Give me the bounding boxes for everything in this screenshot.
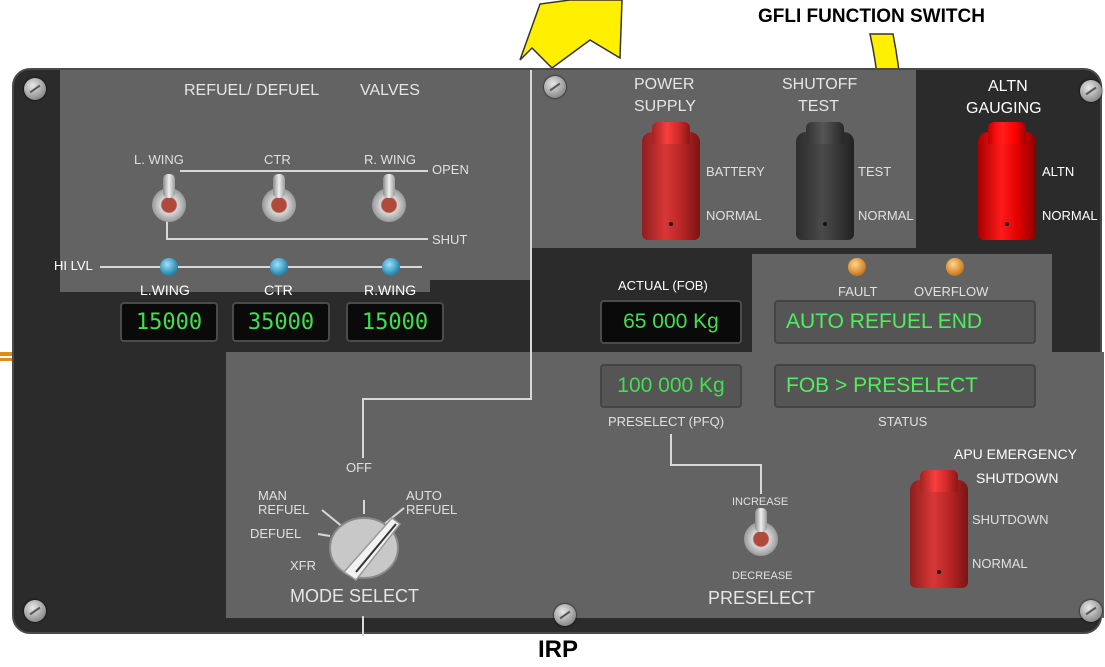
open-line [180,170,428,172]
ctr-hi-lvl-light [270,258,288,276]
preselect-decrease-label: DECREASE [732,570,793,582]
r-wing-quantity-display: 15000 [346,302,444,342]
power-supply-title-2: SUPPLY [634,98,696,115]
power-supply-switch[interactable] [642,132,700,240]
apu-emergency-shutdown-switch[interactable] [910,480,968,588]
screw-icon [1080,600,1102,622]
mode-off-label: OFF [346,460,372,475]
altn-gauging-title: ALTN [988,78,1028,95]
altn-label: ALTN [1042,164,1075,179]
refuel-control-panel: REFUEL/ DEFUEL VALVES L. WING CTR R. WIN… [12,68,1104,636]
r-wing-valve-toggle[interactable] [372,174,406,222]
valves-title: REFUEL/ DEFUEL [184,82,320,99]
r-wing-hi-lvl-light [382,258,400,276]
shut-label: SHUT [432,232,468,247]
r-wing-valve-label: R. WING [364,152,416,167]
hi-lvl-label: HI LVL [54,258,93,273]
shutoff-normal-label: NORMAL [858,208,914,223]
screw-icon [1080,80,1102,102]
mode-auto-refuel-label: AUTO [406,488,442,503]
actual-fob-display: 65 000 Kg [600,300,742,344]
screw-icon [554,604,576,626]
shutoff-test-switch[interactable] [796,132,854,240]
power-normal-label: NORMAL [706,208,762,223]
apu-normal-label: NORMAL [972,556,1028,571]
preselect-pfq-label: PRESELECT (PFQ) [608,414,725,429]
valves-zone [60,70,530,280]
altn-gauging-switch[interactable] [978,132,1036,240]
irp-caption: IRP [538,636,579,663]
mode-auto-refuel-label-2: REFUEL [406,502,458,517]
overflow-label: OVERFLOW [914,284,989,299]
mode-connector-vertical [362,398,364,458]
arrow-to-power-supply [519,0,623,69]
preselect-toggle[interactable] [744,508,778,556]
shut-line-left [166,220,168,240]
mode-man-refuel-label: MAN [258,488,287,503]
status-line-2-display: FOB > PRESELECT [774,364,1036,408]
altn-normal-label: NORMAL [1042,208,1098,223]
mode-connector-line [362,398,532,400]
shut-line [166,238,428,240]
l-wing-quantity-label: L.WING [140,282,190,298]
gfli-function-switch-caption: GFLI FUNCTION SWITCH [758,6,985,27]
r-wing-quantity-label: R.WING [364,282,417,298]
mode-xfr-label: XFR [290,558,316,573]
apu-shutdown-label: SHUTDOWN [972,512,1049,527]
preselect-increase-label: INCREASE [732,496,789,508]
preselect-pfq-display: 100 000 Kg [600,364,742,408]
screw-icon [24,600,46,622]
l-wing-valve-toggle[interactable] [152,174,186,222]
shutoff-test-title-2: TEST [798,98,839,115]
mode-select-knob[interactable] [304,490,414,590]
apu-emergency-title: APU EMERGENCY [954,446,1077,462]
screw-icon [544,76,566,98]
test-label: TEST [858,164,892,179]
actual-fob-label: ACTUAL (FOB) [618,278,708,293]
fault-light [848,258,866,276]
preselect-connector-h [670,464,762,466]
hi-lvl-line [100,266,422,268]
status-label: STATUS [878,414,928,429]
ctr-valve-label: CTR [264,152,291,167]
valves-zone-lower [60,280,430,292]
status-line-1-display: AUTO REFUEL END [774,300,1036,344]
mode-man-refuel-label-2: REFUEL [258,502,310,517]
preselect-connector-v1 [670,434,672,464]
ctr-valve-toggle[interactable] [262,174,296,222]
valves-title-2: VALVES [360,82,420,99]
preselect-title: PRESELECT [708,588,816,608]
altn-gauging-title-2: GAUGING [966,100,1042,117]
screw-icon [24,78,46,100]
mode-defuel-label: DEFUEL [250,526,302,541]
ctr-quantity-display: 35000 [232,302,330,342]
battery-label: BATTERY [706,164,765,179]
shutoff-test-title: SHUTOFF [782,76,858,93]
open-label: OPEN [432,162,469,177]
apu-shutdown-title: SHUTDOWN [976,470,1059,486]
mode-select-title: MODE SELECT [290,586,420,606]
preselect-connector-v2 [760,464,762,494]
vertical-divider-upper [530,70,532,400]
overflow-light [946,258,964,276]
orange-connector-stub [0,352,12,356]
ctr-quantity-label: CTR [264,282,293,298]
power-supply-title: POWER [634,76,695,93]
l-wing-valve-label: L. WING [134,152,184,167]
l-wing-quantity-display: 15000 [120,302,218,342]
mode-connector-bottom [362,616,364,636]
fault-label: FAULT [838,284,878,299]
l-wing-hi-lvl-light [160,258,178,276]
